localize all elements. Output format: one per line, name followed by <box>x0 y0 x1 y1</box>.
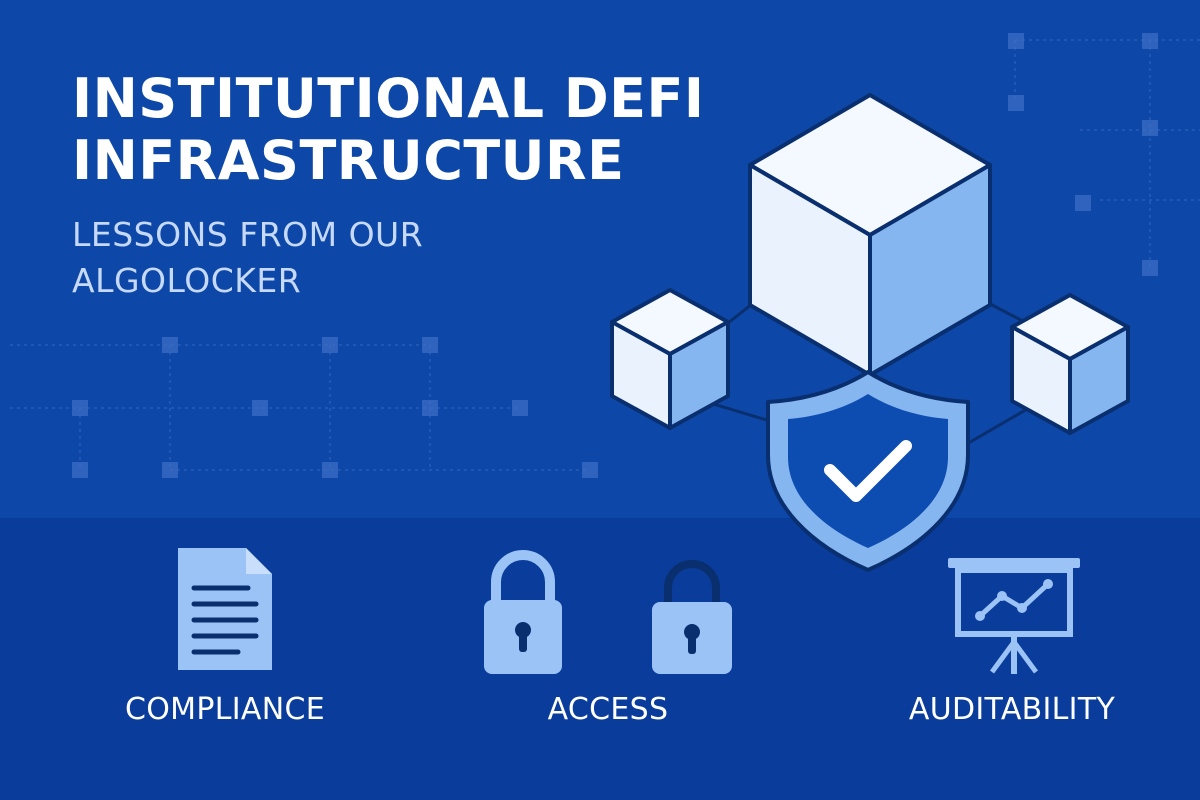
padlock-icon <box>652 560 732 674</box>
cube-icon <box>748 93 992 377</box>
padlock-icon <box>484 550 562 674</box>
feature-label-compliance: COMPLIANCE <box>125 692 325 727</box>
document-icon <box>178 548 272 670</box>
cube-icon <box>610 288 730 430</box>
page-title: INSTITUTIONAL DEFI INFRASTRUCTURE <box>72 68 752 192</box>
shield-check-icon <box>766 370 970 572</box>
feature-label-access: ACCESS <box>547 692 669 727</box>
blockchain-illustration <box>610 93 1130 572</box>
subtitle-line-2: ALGOLOCKER <box>72 261 302 300</box>
title-line-2: INFRASTRUCTURE <box>72 129 625 192</box>
subtitle: LESSONS FROM OUR ALGOLOCKER <box>72 212 492 304</box>
feature-label-auditability: AUDITABILITY <box>908 692 1116 727</box>
cube-icon <box>1010 293 1130 435</box>
chart-board-icon <box>948 558 1080 674</box>
title-line-1: INSTITUTIONAL DEFI <box>72 67 705 130</box>
subtitle-line-1: LESSONS FROM OUR <box>72 215 424 254</box>
